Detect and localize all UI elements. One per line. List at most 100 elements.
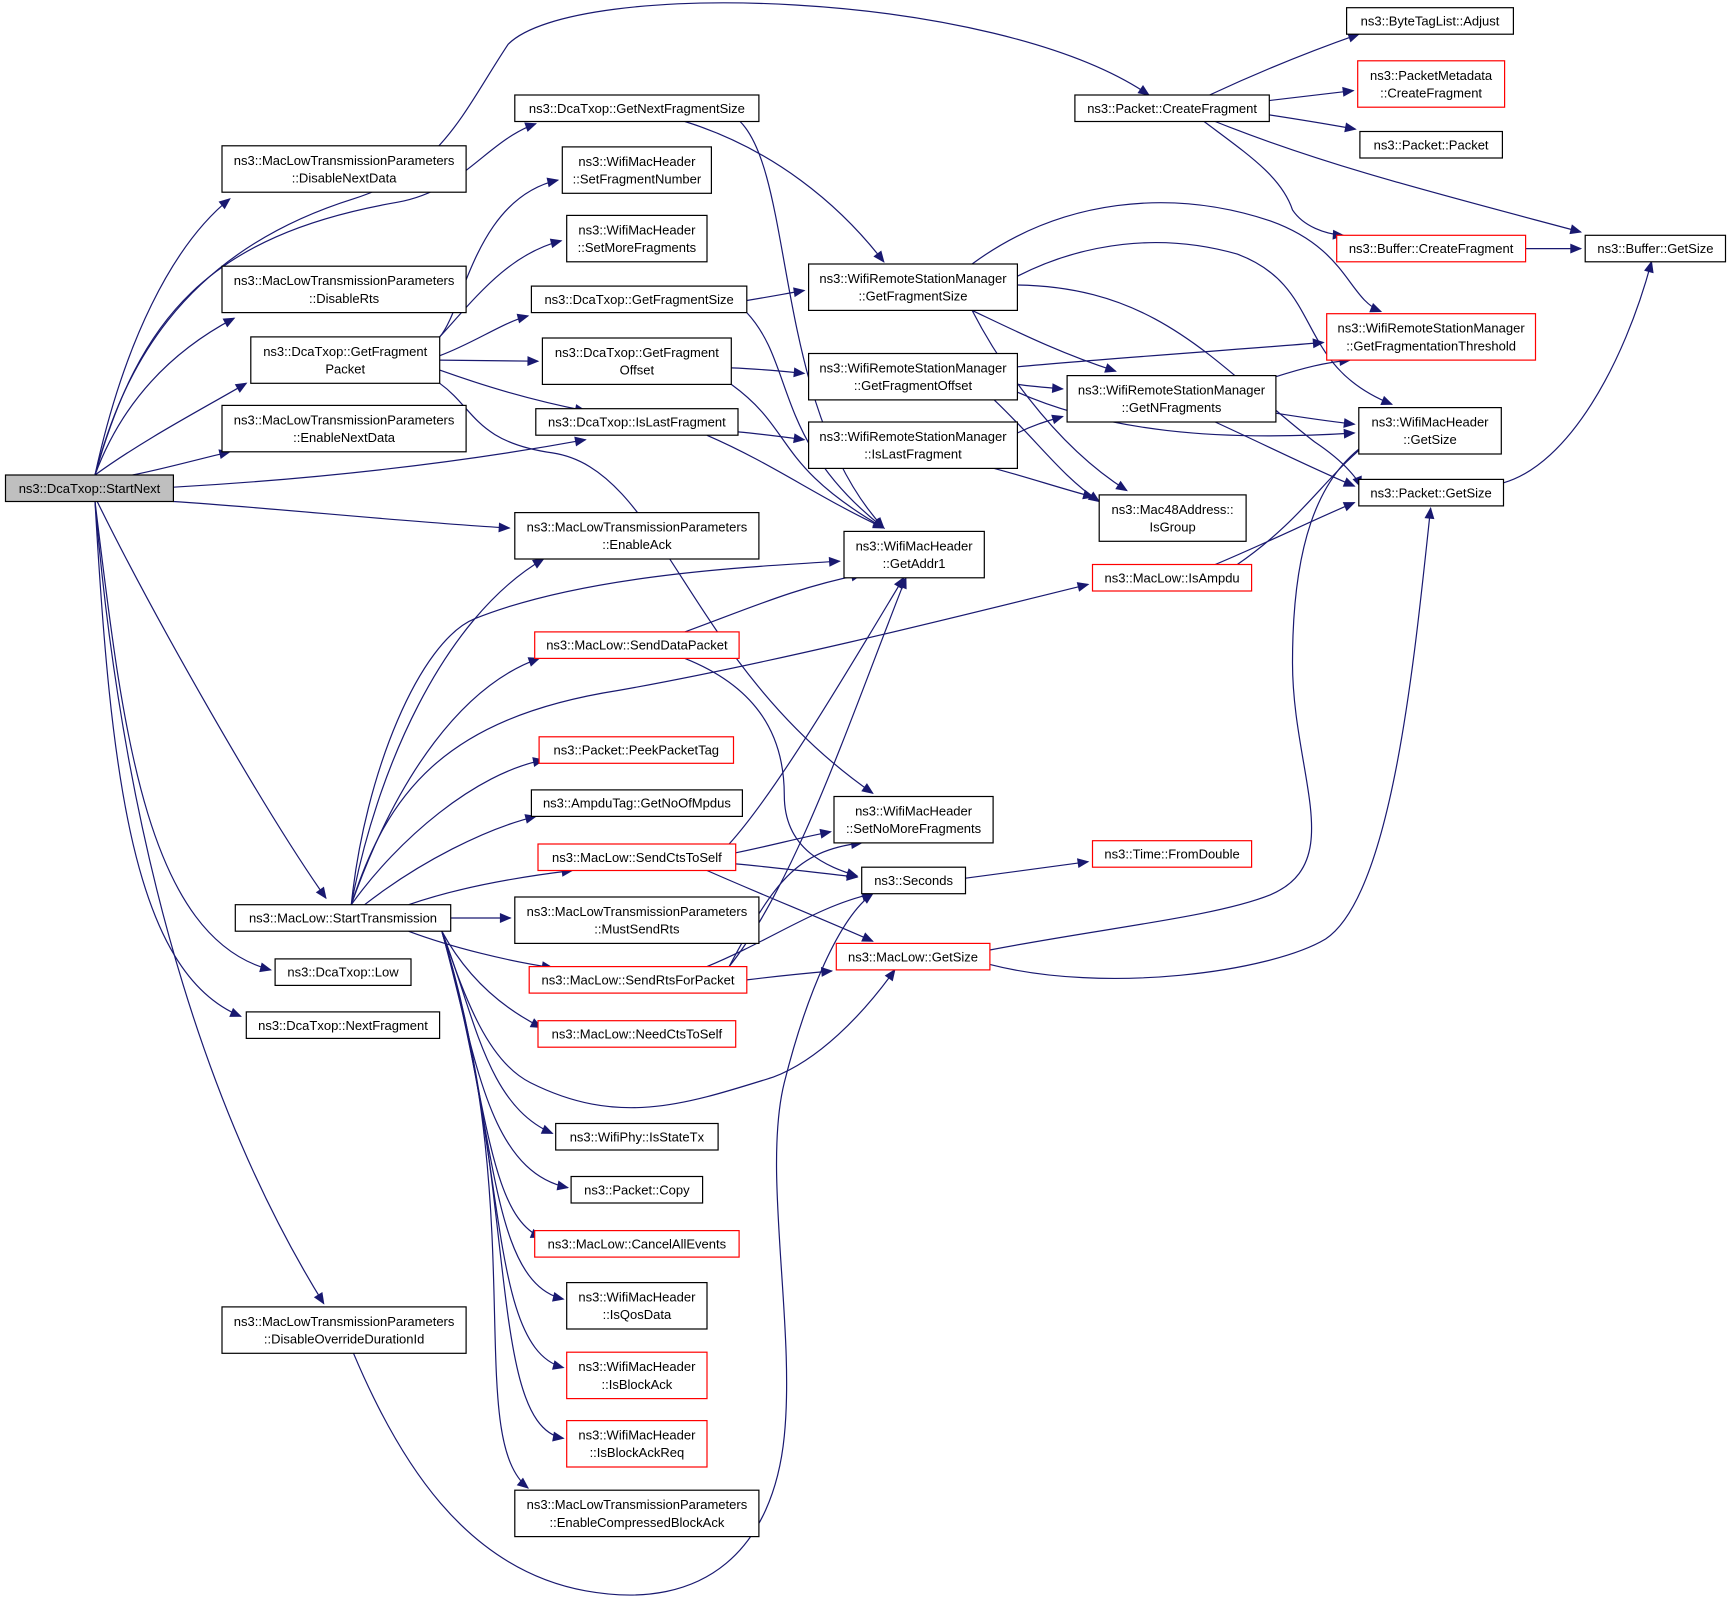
node-enableack[interactable]: ns3::MacLowTransmissionParameters::Enabl…	[514, 511, 760, 560]
arrowhead-icon	[861, 932, 874, 942]
node-startnext[interactable]: ns3::DcaTxop::StartNext	[4, 474, 174, 503]
node-setmorefrags[interactable]: ns3::WifiMacHeader::SetMoreFragments	[566, 214, 708, 263]
node-needctstoself[interactable]: ns3::MacLow::NeedCtsToSelf	[537, 1020, 737, 1048]
node-sendctstoself[interactable]: ns3::MacLow::SendCtsToSelf	[537, 843, 737, 872]
edge-line	[1275, 359, 1350, 378]
call-edge-getfragpacket-to-getfragsize	[439, 313, 530, 357]
node-pkt_copy[interactable]: ns3::Packet::Copy	[570, 1175, 704, 1204]
arrowhead-icon	[234, 382, 248, 393]
node-label: ns3::Packet::Packet	[1374, 137, 1489, 152]
node-box	[1359, 130, 1504, 159]
node-isqosdata[interactable]: ns3::WifiMacHeader::IsQosData	[566, 1281, 708, 1330]
node-nextfragment[interactable]: ns3::DcaTxop::NextFragment	[245, 1011, 441, 1040]
node-pkt_packet[interactable]: ns3::Packet::Packet	[1359, 130, 1504, 159]
node-enablecompressedba[interactable]: ns3::MacLowTransmissionParameters::Enabl…	[514, 1489, 760, 1538]
edge-line	[1236, 437, 1375, 565]
node-isstatetx[interactable]: ns3::WifiPhy::IsStateTx	[555, 1122, 719, 1151]
node-getfragoffset[interactable]: ns3::DcaTxop::GetFragmentOffset	[541, 337, 732, 386]
call-edge-startnext-to-nextfragment	[94, 501, 242, 1017]
node-ampdu_getnompdus[interactable]: ns3::AmpduTag::GetNoOfMpdus	[530, 789, 744, 818]
node-maclow_isampdu[interactable]: ns3::MacLow::IsAmpdu	[1091, 563, 1253, 592]
call-edge-starttransmission-to-isstatetx	[441, 931, 554, 1134]
node-box	[541, 337, 732, 386]
edge-line	[96, 501, 327, 899]
node-wrsm_getfragoffset[interactable]: ns3::WifiRemoteStationManager::GetFragme…	[807, 352, 1018, 401]
edge-line	[441, 931, 542, 1238]
node-box	[1358, 478, 1505, 507]
edge-line	[706, 434, 885, 529]
arrowhead-icon	[1369, 303, 1383, 313]
node-label: ::EnableAck	[602, 537, 672, 552]
node-disablenextdata[interactable]: ns3::MacLowTransmissionParameters::Disab…	[221, 145, 467, 193]
node-disableoverride[interactable]: ns3::MacLowTransmissionParameters::Disab…	[221, 1306, 467, 1354]
node-label: ns3::DcaTxop::NextFragment	[258, 1018, 428, 1033]
arrowhead-icon	[828, 556, 841, 567]
call-edge-getfragpacket-to-setfragnum	[439, 177, 560, 338]
arrowhead-icon	[820, 966, 834, 977]
node-box	[1091, 840, 1253, 868]
call-edge-islastfrag-to-getaddr1	[706, 434, 885, 529]
node-time_fromdouble[interactable]: ns3::Time::FromDouble	[1091, 840, 1253, 868]
node-getaddr1[interactable]: ns3::WifiMacHeader::GetAddr1	[843, 530, 985, 579]
node-mac48_isgroup[interactable]: ns3::Mac48Address::IsGroup	[1098, 494, 1247, 542]
call-edge-sendctstoself-to-seconds	[735, 863, 859, 881]
arrowhead-icon	[549, 238, 563, 249]
node-senddatapacket[interactable]: ns3::MacLow::SendDataPacket	[534, 631, 740, 660]
arrowhead-icon	[1342, 477, 1356, 487]
node-buf_getsize[interactable]: ns3::Buffer::GetSize	[1584, 234, 1727, 263]
node-wrsm_getfragsize[interactable]: ns3::WifiRemoteStationManager::GetFragme…	[807, 263, 1018, 312]
node-pkt_getsize[interactable]: ns3::Packet::GetSize	[1358, 478, 1505, 507]
node-label: ns3::Packet::PeekPacketTag	[554, 743, 719, 758]
node-label: ns3::MacLowTransmissionParameters	[234, 153, 455, 168]
node-setfragnum[interactable]: ns3::WifiMacHeader::SetFragmentNumber	[561, 146, 712, 194]
node-buf_createfrag[interactable]: ns3::Buffer::CreateFragment	[1336, 234, 1527, 263]
node-pkt_createfrag[interactable]: ns3::Packet::CreateFragment	[1074, 94, 1270, 123]
node-wrsm_getnfrags[interactable]: ns3::WifiRemoteStationManager::GetNFragm…	[1066, 375, 1277, 423]
node-islastfrag[interactable]: ns3::DcaTxop::IsLastFragment	[535, 408, 739, 436]
node-label: ::CreateFragment	[1380, 85, 1482, 100]
node-wmh_getsize[interactable]: ns3::WifiMacHeader::GetSize	[1358, 407, 1502, 455]
edge-line	[439, 240, 562, 338]
node-seconds[interactable]: ns3::Seconds	[861, 866, 967, 895]
node-wrsm_islastfrag[interactable]: ns3::WifiRemoteStationManager::IsLastFra…	[807, 421, 1018, 470]
node-label: ns3::DcaTxop::Low	[287, 965, 399, 980]
edge-line	[439, 179, 559, 338]
node-label: ns3::MacLowTransmissionParameters	[527, 904, 748, 919]
node-box	[537, 843, 737, 872]
node-maclow_getsize[interactable]: ns3::MacLow::GetSize	[835, 942, 991, 971]
node-label: ns3::Buffer::GetSize	[1597, 241, 1713, 256]
node-pktmeta_createfrag[interactable]: ns3::PacketMetadata::CreateFragment	[1357, 60, 1506, 108]
node-label: Packet	[325, 362, 365, 377]
node-getfragsize[interactable]: ns3::DcaTxop::GetFragmentSize	[530, 285, 748, 314]
node-peekpackettag[interactable]: ns3::Packet::PeekPacketTag	[538, 736, 735, 764]
arrowhead-icon	[846, 871, 859, 881]
node-getnextfragsize[interactable]: ns3::DcaTxop::GetNextFragmentSize	[514, 94, 760, 123]
call-edge-sendctstoself-to-maclow_getsize	[706, 869, 874, 942]
node-isblockack[interactable]: ns3::WifiMacHeader::IsBlockAck	[566, 1351, 708, 1400]
node-isblockackreq[interactable]: ns3::WifiMacHeader::IsBlockAckReq	[566, 1419, 708, 1468]
call-edge-pkt_createfrag-to-buf_createfrag	[1203, 121, 1345, 240]
call-edge-sendrtsforpacket-to-maclow_getsize	[746, 966, 834, 981]
node-label: ns3::WifiMacHeader	[578, 1290, 696, 1305]
node-cancelallevents[interactable]: ns3::MacLow::CancelAllEvents	[534, 1229, 740, 1258]
node-box	[807, 421, 1018, 470]
node-disablerts[interactable]: ns3::MacLowTransmissionParameters::Disab…	[221, 265, 467, 314]
node-starttransmission[interactable]: ns3::MacLow::StartTransmission	[234, 904, 452, 932]
node-setnomorefrags[interactable]: ns3::WifiMacHeader::SetNoMoreFragments	[833, 795, 994, 844]
node-box	[534, 631, 740, 660]
node-bytetag_adjust[interactable]: ns3::ByteTagList::Adjust	[1345, 7, 1514, 35]
call-edge-pkt_createfrag-to-pkt_packet	[1269, 114, 1357, 133]
node-wrsm_getfragthresh[interactable]: ns3::WifiRemoteStationManager::GetFragme…	[1326, 313, 1537, 361]
node-label: ns3::WifiRemoteStationManager	[819, 271, 1007, 286]
edge-line	[350, 560, 840, 905]
node-box	[221, 404, 467, 453]
node-dcatxop_low[interactable]: ns3::DcaTxop::Low	[274, 958, 412, 987]
node-mustsendrts[interactable]: ns3::MacLowTransmissionParameters::MustS…	[514, 896, 760, 945]
node-label: ns3::MacLow::NeedCtsToSelf	[552, 1027, 723, 1042]
node-label: ns3::Buffer::CreateFragment	[1349, 241, 1514, 256]
edge-line	[684, 573, 862, 633]
call-edge-wrsm_getfragoffset-to-wrsm_getnfrags	[1017, 383, 1065, 394]
node-sendrtsforpacket[interactable]: ns3::MacLow::SendRtsForPacket	[528, 965, 748, 994]
node-enablenextdata[interactable]: ns3::MacLowTransmissionParameters::Enabl…	[221, 404, 467, 453]
